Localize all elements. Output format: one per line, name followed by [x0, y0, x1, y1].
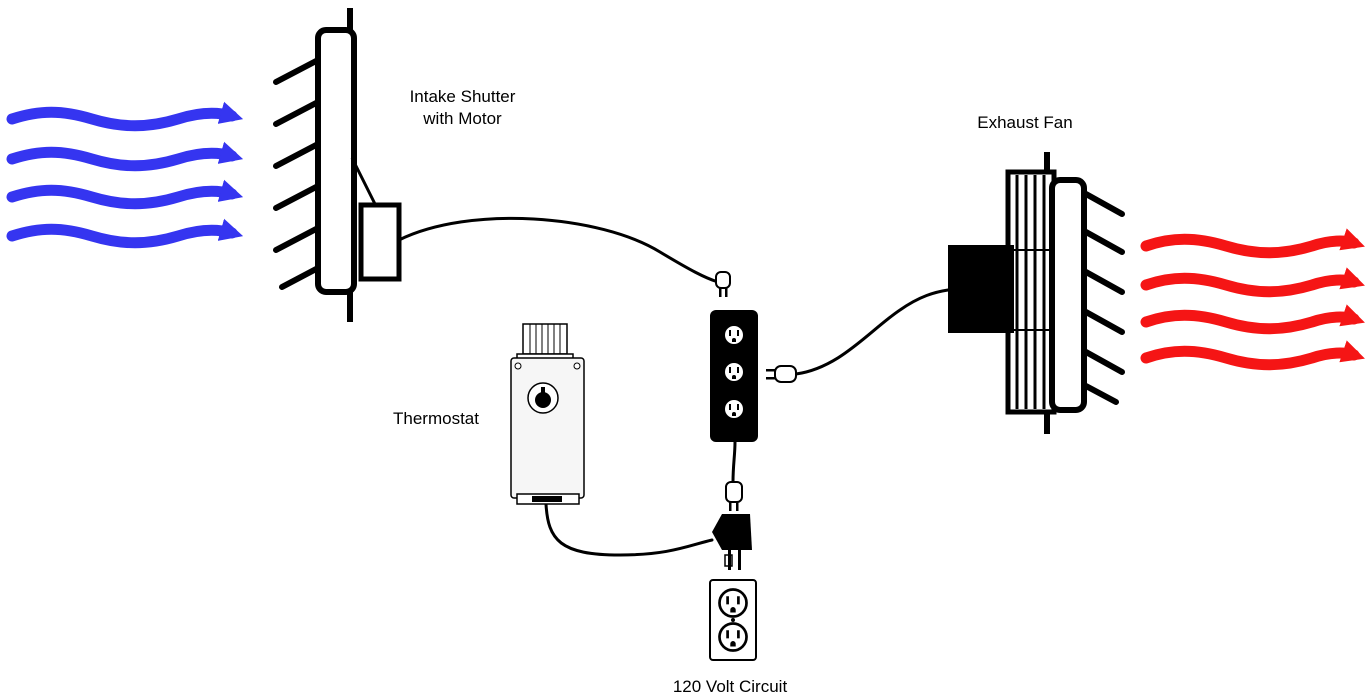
plug-icon — [715, 271, 731, 297]
circuit-label: 120 Volt Circuit — [672, 677, 788, 696]
wavy-arrow-icon — [6, 141, 244, 172]
exhaust-airflow-arrows — [1140, 228, 1365, 371]
wavy-arrow-icon — [1140, 267, 1365, 298]
fan-cord — [794, 288, 950, 376]
wavy-arrow-icon — [6, 101, 244, 132]
plug-icon — [725, 481, 743, 511]
shutter-motor — [358, 202, 402, 282]
power-strip — [710, 310, 758, 442]
intake-airflow-arrows — [6, 101, 244, 249]
shutter-cord — [397, 216, 720, 284]
fan-motor — [948, 245, 1014, 333]
plug-icon — [766, 365, 797, 383]
power-cords — [397, 216, 950, 557]
wavy-arrow-icon — [1140, 304, 1365, 335]
intake-shutter — [273, 8, 402, 322]
strip-cord — [731, 440, 737, 484]
wavy-arrow-icon — [6, 218, 244, 249]
intake-label-line-1: Intake Shutter — [409, 87, 516, 106]
wavy-arrow-icon — [1140, 228, 1365, 259]
piggyback-plug — [712, 514, 752, 570]
exhaust-fan-label: Exhaust Fan — [977, 113, 1073, 132]
exhaust-fan — [948, 152, 1125, 434]
thermostat — [510, 323, 585, 505]
wall-outlet — [709, 579, 757, 661]
thermostat-label: Thermostat — [393, 409, 479, 428]
wavy-arrow-icon — [1140, 340, 1365, 371]
wavy-arrow-icon — [6, 179, 244, 210]
intake-label-line-2: with Motor — [423, 109, 502, 128]
intake-shutter-label: Intake Shutter with Motor — [390, 86, 535, 130]
thermostat-cord — [544, 502, 714, 557]
